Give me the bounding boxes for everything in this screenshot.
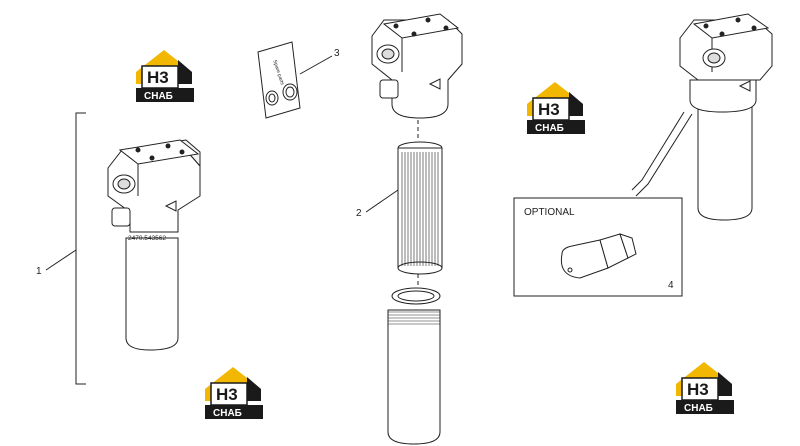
callout-3: 3 — [334, 48, 340, 59]
logo-word-text: СНАБ — [144, 91, 173, 102]
callout-2: 2 — [356, 208, 362, 219]
leader-3 — [299, 55, 333, 75]
logo-word-text: СНАБ — [213, 408, 242, 419]
filter-element — [397, 141, 443, 275]
filter-assembly-with-indicator — [679, 13, 773, 221]
logo-mark-text: H3 — [147, 68, 169, 87]
logo-word-text: СНАБ — [684, 403, 713, 414]
logo-mark-text: H3 — [538, 100, 560, 119]
watermark-logo-top-left: H3 СНАБ — [135, 49, 195, 103]
watermark-logo-bottom-right: H3 СНАБ — [675, 361, 735, 415]
filter-assembly-complete: 2470.543562 — [107, 139, 201, 351]
leader-2 — [365, 189, 399, 213]
seal-kit-bag: Spare parts — [257, 41, 301, 119]
watermark-logo-bottom-left: H3 СНАБ — [204, 366, 264, 420]
optional-label: OPTIONAL — [524, 207, 575, 218]
pressure-indicator — [560, 233, 637, 279]
bracket-callout-1 — [45, 112, 86, 385]
optional-indicator-box: OPTIONAL 4 — [513, 197, 683, 297]
logo-word-text: СНАБ — [535, 123, 564, 134]
logo-mark-text: H3 — [216, 385, 238, 404]
callout-1: 1 — [36, 266, 42, 277]
callout-4: 4 — [668, 280, 674, 291]
part-number-label: 2470.543562 — [128, 235, 166, 242]
leader-optional-b — [635, 113, 693, 197]
filter-bowl — [387, 287, 441, 445]
watermark-logo-center: H3 СНАБ — [526, 81, 586, 135]
leader-optional-a — [631, 111, 685, 191]
logo-mark-text: H3 — [687, 380, 709, 399]
filter-head — [371, 13, 463, 119]
